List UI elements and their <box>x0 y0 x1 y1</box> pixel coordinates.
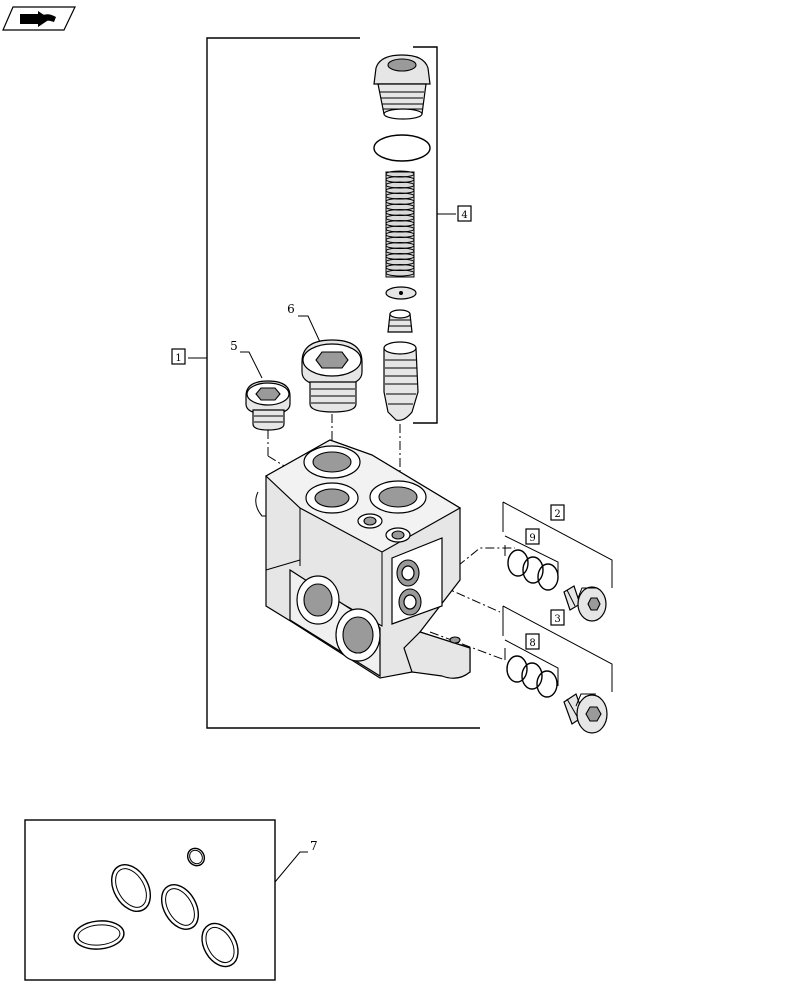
callout-item-7: 7 <box>274 839 318 883</box>
arrow-book-icon[interactable] <box>2 6 76 31</box>
assembly-bracket <box>188 37 480 729</box>
callout-item-5: 5 <box>230 339 263 379</box>
lower-plug-bracket <box>502 605 613 692</box>
callout-item-3: 3 <box>550 609 565 626</box>
callout-item-2: 2 <box>550 504 565 521</box>
cartridge-cap <box>373 54 431 120</box>
poppet <box>387 309 413 333</box>
upper-o-rings <box>507 549 559 591</box>
spring <box>385 170 415 278</box>
lower-o-rings <box>506 655 558 698</box>
callout-item-6: 6 <box>287 302 321 343</box>
svg-text:3: 3 <box>554 614 560 625</box>
svg-text:4: 4 <box>461 210 467 221</box>
svg-text:2: 2 <box>554 509 560 520</box>
cartridge-bracket <box>413 46 456 424</box>
large-plug <box>301 339 363 413</box>
callout-item-9: 9 <box>525 528 540 545</box>
small-plug <box>245 380 291 431</box>
spring-seat-disc <box>385 286 417 300</box>
callout-item-8: 8 <box>525 633 540 650</box>
svg-text:8: 8 <box>529 638 535 649</box>
lower-o-ring-bracket <box>504 639 559 686</box>
svg-text:1: 1 <box>175 353 181 364</box>
valve-body <box>255 439 471 679</box>
spring-coil <box>385 269 415 277</box>
svg-text:7: 7 <box>310 839 318 853</box>
svg-text:5: 5 <box>230 339 238 353</box>
cartridge-sleeve <box>383 341 419 421</box>
upper-small-plug <box>563 585 607 622</box>
cap-o-ring <box>373 134 431 162</box>
seal-kit-box <box>24 819 276 981</box>
upper-plug-bracket <box>502 501 613 588</box>
callout-item-1: 1 <box>171 348 186 365</box>
svg-text:9: 9 <box>529 533 535 544</box>
callout-item-4: 4 <box>457 205 472 222</box>
lower-small-plug <box>563 693 608 734</box>
svg-text:6: 6 <box>287 302 295 316</box>
